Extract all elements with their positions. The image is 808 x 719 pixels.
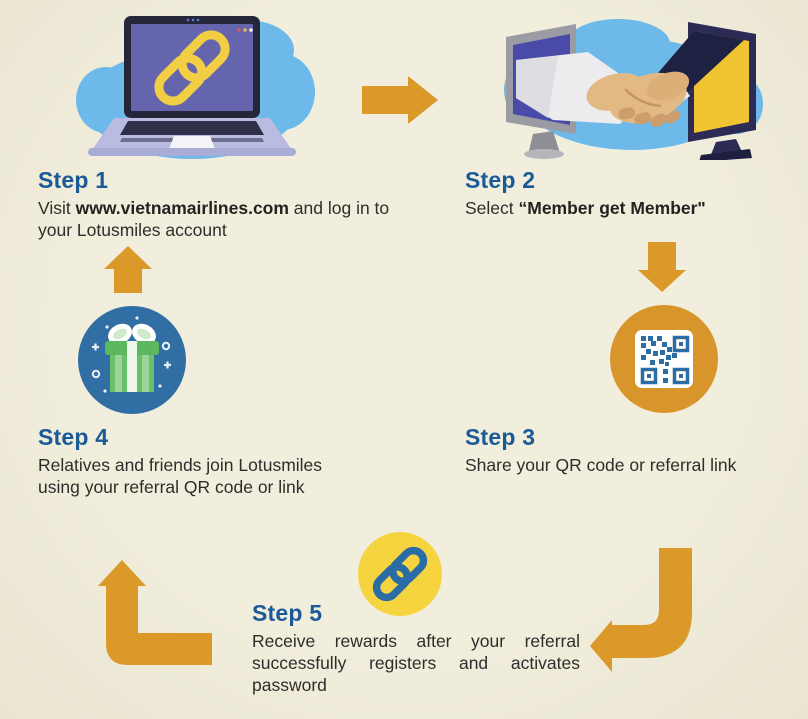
step5-title: Step 5 bbox=[252, 600, 323, 626]
arrow-down-icon bbox=[638, 242, 686, 292]
step2-menu-label: “Member get Member" bbox=[518, 198, 706, 218]
step4-title: Step 4 bbox=[38, 424, 109, 450]
gift-circle-icon bbox=[78, 306, 186, 414]
arrow-right-icon bbox=[362, 76, 438, 124]
step1-url: www.vietnamairlines.com bbox=[75, 198, 289, 218]
step2-title: Step 2 bbox=[465, 167, 536, 193]
step3-block: Step 3 Share your QR code or referral li… bbox=[465, 424, 805, 476]
handshake-monitors-illustration-icon bbox=[504, 19, 763, 160]
step4-text: Relatives and friends join Lotusmiles us… bbox=[38, 455, 323, 498]
step5-text: Receive rewards after your referral succ… bbox=[252, 631, 580, 696]
curved-arrow-up-icon bbox=[98, 560, 212, 665]
qr-code-circle-icon bbox=[610, 305, 718, 413]
step5-block: Step 5 Receive rewards after your referr… bbox=[252, 600, 580, 697]
step3-text: Share your QR code or referral link bbox=[465, 455, 737, 475]
step4-block: Step 4 Relatives and friends join Lotusm… bbox=[38, 424, 360, 498]
step1-block: Step 1 Visit www.vietnamairlines.com and… bbox=[38, 167, 394, 241]
step1-text: Visit www.vietnamairlines.com and log in… bbox=[38, 198, 390, 241]
curved-arrow-left-icon bbox=[590, 548, 692, 672]
step2-block: Step 2 Select “Member get Member" bbox=[465, 167, 795, 219]
step3-title: Step 3 bbox=[465, 424, 536, 450]
arrow-up-icon bbox=[104, 246, 152, 293]
link-circle-icon bbox=[358, 532, 442, 616]
step1-title: Step 1 bbox=[38, 167, 109, 193]
step2-text: Select “Member get Member" bbox=[465, 198, 706, 218]
laptop-link-illustration-icon bbox=[76, 16, 315, 159]
